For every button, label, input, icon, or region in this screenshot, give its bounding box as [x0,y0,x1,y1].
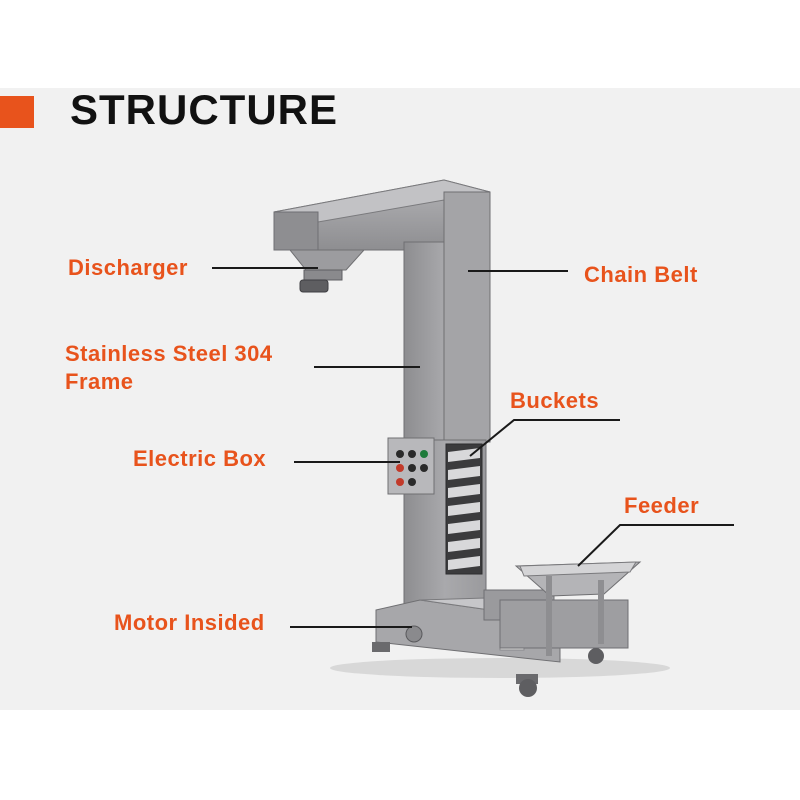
page-title: STRUCTURE [70,86,338,133]
discharge-arm [273,179,491,251]
label-electric-box: Electric Box [133,446,267,471]
label-chain-belt: Chain Belt [584,262,698,287]
electric-box [387,437,435,495]
title-accent-bar [0,96,34,128]
leader-feeder [577,524,734,567]
label-frame-line2: Frame [65,369,134,394]
floor-shadow [330,658,670,678]
label-frame-line1: Stainless Steel 304 [65,341,273,366]
label-buckets: Buckets [510,388,600,413]
label-feeder: Feeder [624,493,700,518]
leader-lines [212,267,734,628]
bucket-window [445,443,483,575]
vertical-column [403,191,491,606]
discharger-hopper [288,249,366,293]
label-motor: Motor Insided [114,610,265,635]
label-discharger: Discharger [68,255,188,280]
feeder [499,561,642,697]
leader-buckets [469,419,620,457]
